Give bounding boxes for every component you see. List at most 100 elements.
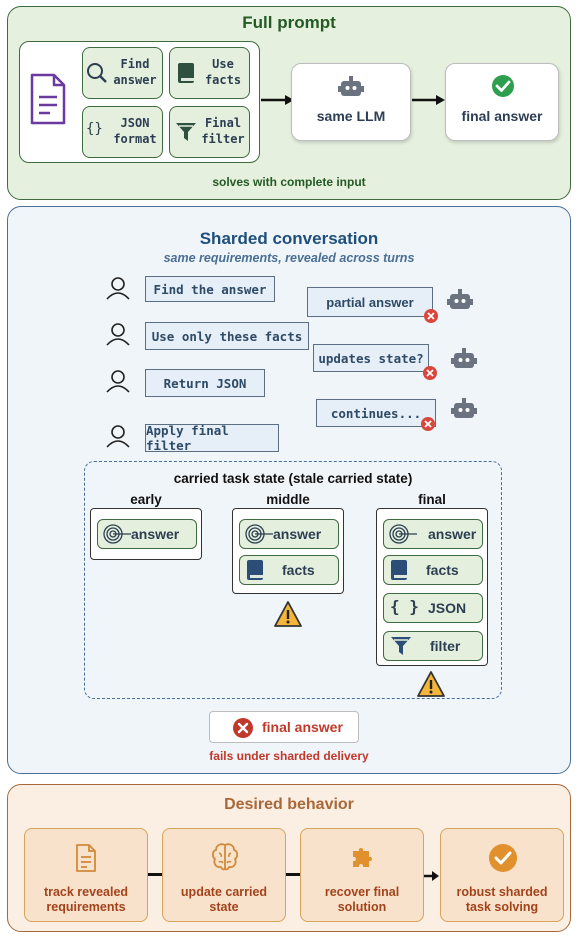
target-icon (102, 523, 132, 550)
document-icon (75, 843, 97, 878)
connector-line (286, 873, 300, 876)
robot-icon (451, 398, 477, 427)
state-item-filter: filter (383, 631, 483, 661)
desired-step-4-line2: task solving (465, 900, 539, 914)
state-item-facts: facts (383, 555, 483, 585)
desired-step-4-line1: robust sharded (456, 885, 548, 899)
bot-turn-3: continues... (316, 399, 436, 427)
column-label-early: early (130, 492, 162, 507)
sharded-title: Sharded conversation (199, 229, 379, 248)
state-item-label: facts (282, 562, 315, 578)
llm-label: same LLM (316, 108, 386, 124)
state-item-label: answer (131, 526, 180, 542)
bot-turn-2: updates state? (313, 344, 429, 372)
chip-json-format: {} JSON format (82, 106, 163, 158)
column-label-final: final (418, 492, 446, 507)
desired-title: Desired behavior (224, 796, 354, 813)
state-item-facts: facts (239, 555, 339, 585)
state-item-answer: answer (383, 519, 483, 549)
state-item-answer: answer (97, 519, 197, 549)
state-column-final: answer facts { } JSON filter (376, 508, 488, 666)
state-item-label: answer (428, 526, 477, 542)
brain-icon (209, 841, 241, 878)
user-turn-2: Use only these facts (145, 322, 309, 350)
final-answer-box: final answer (445, 63, 559, 141)
robot-icon (447, 289, 473, 318)
check-circle-icon (491, 74, 515, 103)
fail-x-icon (424, 309, 438, 328)
state-column-middle: answer facts (232, 508, 344, 594)
user-icon (106, 369, 130, 398)
user-turn-4: Apply final filter (145, 423, 279, 453)
chip-final-filter: Final filter (169, 106, 250, 158)
target-icon (388, 523, 418, 550)
state-item-label: answer (273, 526, 322, 542)
sharded-subtitle: same requirements, revealed across turns (163, 251, 415, 265)
full-prompt-title: Full prompt (242, 13, 336, 32)
chip-use-line1: Use (212, 57, 234, 71)
book-icon (246, 559, 264, 586)
chip-find-line2: answer (113, 73, 157, 87)
arrow-right-icon (261, 93, 295, 111)
desired-step-3-line1: recover final (324, 885, 400, 899)
document-icon (30, 73, 66, 130)
fail-final-answer-label: final answer (262, 719, 343, 735)
chip-use-line2: facts (204, 73, 242, 87)
chip-find-line1: Find (120, 57, 150, 71)
x-circle-icon (232, 717, 254, 744)
check-circle-icon (488, 843, 518, 878)
state-item-answer: answer (239, 519, 339, 549)
user-turn-3: Return JSON (145, 369, 265, 397)
chip-json-line2: format (113, 132, 157, 146)
fail-x-icon (421, 417, 435, 436)
chip-use-facts: Use facts (169, 47, 250, 99)
desired-step-2-line1: update carried (180, 885, 268, 899)
prompt-bundle: Find answer Use facts {} JSON format (19, 41, 260, 163)
warning-icon (416, 670, 446, 703)
desired-step-2-line2: state (209, 900, 239, 914)
desired-step-1-line1: track revealed (43, 885, 129, 899)
connector-line (148, 873, 162, 876)
user-icon (106, 424, 130, 453)
arrow-right-icon (412, 93, 446, 111)
state-item-label: facts (426, 562, 459, 578)
final-answer-label: final answer (461, 108, 543, 124)
fail-x-icon (423, 366, 437, 385)
arrow-right-icon (424, 869, 440, 887)
desired-step-2: update carried state (162, 828, 286, 922)
state-item-json: { } JSON (383, 593, 483, 623)
user-icon (106, 322, 130, 351)
warning-icon (273, 600, 303, 633)
bot-turn-1: partial answer (307, 287, 433, 317)
full-prompt-panel: Full prompt Find answer (7, 6, 571, 200)
sharded-panel: Sharded conversation same requirements, … (7, 206, 571, 774)
user-turn-1: Find the answer (145, 276, 275, 302)
chip-find-answer: Find answer (82, 47, 163, 99)
book-icon (177, 62, 195, 89)
braces-icon: {} (86, 121, 103, 137)
filter-icon (175, 121, 197, 148)
desired-step-1-line2: requirements (46, 900, 126, 914)
desired-step-3-line2: solution (337, 900, 387, 914)
book-icon (390, 559, 408, 586)
chip-filter-line2: filter (201, 132, 245, 146)
target-icon (244, 523, 274, 550)
carried-state-box: carried task state (stale carried state) (84, 461, 502, 699)
fail-final-answer: final answer (209, 711, 359, 743)
desired-step-4: robust sharded task solving (440, 828, 564, 922)
state-item-label: filter (430, 638, 461, 654)
desired-step-1: track revealed requirements (24, 828, 148, 922)
full-prompt-caption: solves with complete input (212, 175, 366, 189)
filter-icon (390, 635, 412, 662)
chip-filter-line1: Final (204, 116, 242, 130)
state-item-label: JSON (428, 600, 467, 616)
desired-step-3: recover final solution (300, 828, 424, 922)
puzzle-icon (349, 843, 377, 876)
user-icon (106, 276, 130, 305)
fail-caption: fails under sharded delivery (209, 749, 369, 763)
robot-icon (338, 76, 364, 105)
braces-icon: { } (390, 597, 419, 616)
chip-json-line1: JSON (120, 116, 150, 130)
search-icon (86, 62, 108, 89)
llm-box: same LLM (291, 63, 411, 141)
